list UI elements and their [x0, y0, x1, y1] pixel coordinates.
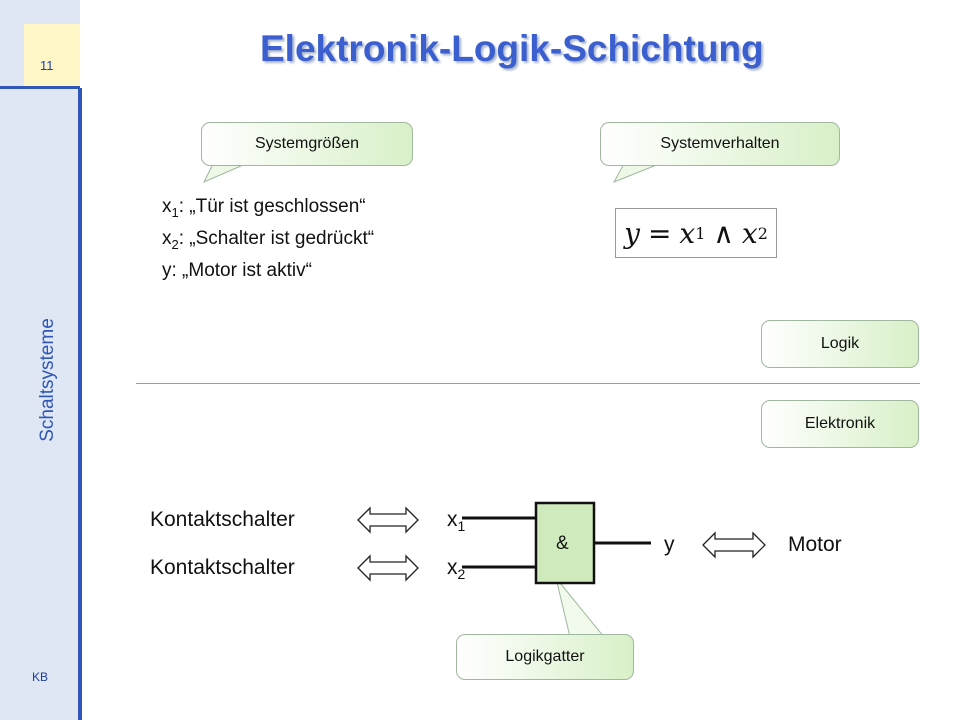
- input-label-x1-var: x: [447, 508, 458, 531]
- callout-logik: Logik: [761, 320, 919, 368]
- callout-systemverhalten: Systemverhalten: [600, 122, 840, 166]
- definition-y-var: y: [162, 260, 172, 281]
- callout-elektronik: Elektronik: [761, 400, 919, 448]
- formula-and-operator: ∧: [713, 216, 734, 250]
- gate-symbol: &: [556, 533, 569, 554]
- callout-logikgatter: Logikgatter: [456, 634, 634, 680]
- input-label-x2-var: x: [447, 556, 458, 579]
- header-rule: [0, 86, 80, 89]
- sidebar-rule: [78, 88, 82, 720]
- slide-title: Elektronik-Logik-Schichtung: [260, 28, 764, 69]
- callout-systemverhalten-label: Systemverhalten: [660, 135, 780, 152]
- formula-x1: x: [679, 216, 696, 250]
- double-arrow-1: [357, 506, 419, 534]
- definition-x1: x1: „Tür ist geschlossen“: [162, 196, 366, 220]
- callout-logik-label: Logik: [820, 335, 860, 352]
- layer-divider: [136, 383, 920, 384]
- formula-x2-sub: 2: [757, 223, 768, 243]
- switch-label-1: Kontaktschalter: [150, 508, 295, 531]
- page-number: 11: [40, 58, 54, 73]
- and-gate: [534, 501, 596, 585]
- definition-x2: x2: „Schalter ist gedrückt“: [162, 228, 374, 252]
- switch-label-2: Kontaktschalter: [150, 556, 295, 579]
- callout-systemgroessen: Systemgrößen: [201, 122, 413, 166]
- formula-x1-sub: 1: [695, 223, 706, 243]
- double-arrow-2: [357, 554, 419, 582]
- callout-systemgroessen-label: Systemgrößen: [254, 135, 360, 152]
- definition-x2-text: : „Schalter ist gedrückt“: [178, 228, 375, 249]
- input-label-x2-sub: 2: [457, 566, 466, 583]
- author-initials: KB: [31, 670, 48, 684]
- output-label-y: y: [664, 533, 675, 556]
- formula-x2: x: [741, 216, 758, 250]
- double-arrow-3: [702, 531, 766, 559]
- definition-x1-var: x: [162, 196, 172, 217]
- definition-x2-sub: 2: [171, 236, 179, 252]
- input-label-x1-sub: 1: [457, 518, 466, 535]
- formula-lhs: y: [624, 216, 640, 250]
- definition-x1-sub: 1: [171, 204, 179, 220]
- formula-eq: =: [647, 216, 672, 250]
- input-label-x1: x1: [447, 508, 465, 534]
- page-number-box: [24, 24, 80, 88]
- callout-tail-logikgatter: [555, 577, 606, 638]
- input-label-x2: x2: [447, 556, 465, 582]
- definition-y: y: „Motor ist aktiv“: [162, 260, 312, 282]
- callout-logikgatter-label: Logikgatter: [505, 648, 585, 665]
- definition-y-text: : „Motor ist aktiv“: [171, 260, 312, 281]
- definition-x1-text: : „Tür ist geschlossen“: [178, 196, 366, 217]
- sidebar: [0, 0, 80, 720]
- definition-x2-var: x: [162, 228, 172, 249]
- callout-elektronik-label: Elektronik: [804, 415, 876, 432]
- actuator-label: Motor: [788, 533, 842, 556]
